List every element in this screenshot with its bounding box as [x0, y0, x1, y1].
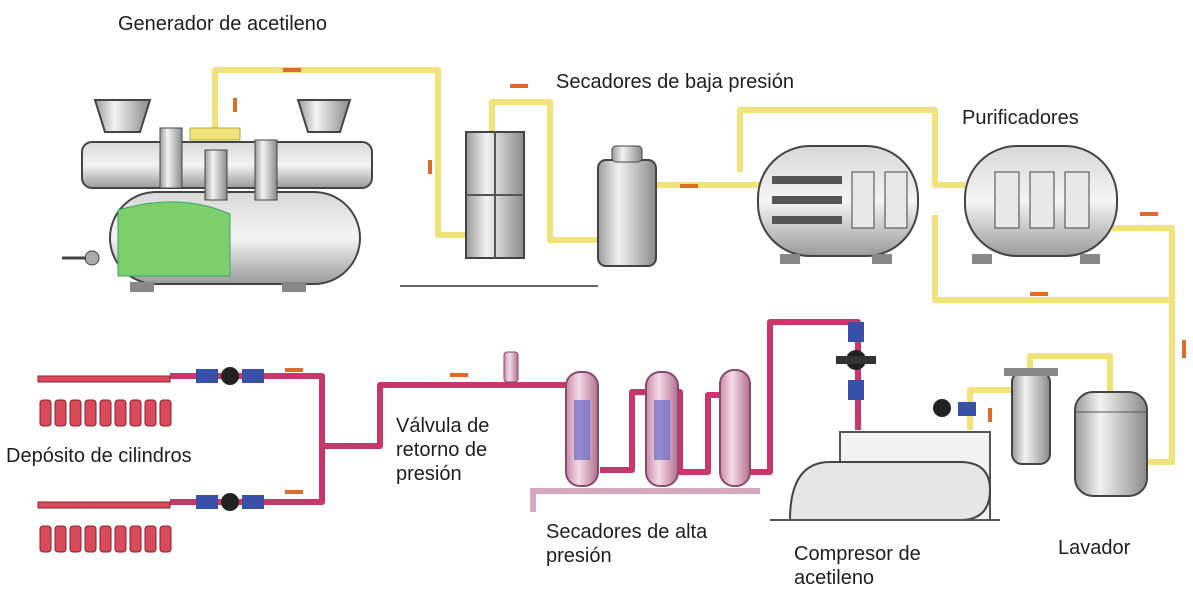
pipe-manifold-lower — [170, 446, 325, 505]
pipe-generator-to-dryer — [212, 67, 468, 238]
low-pressure-pipes — [212, 67, 1175, 465]
purifiers — [757, 145, 1118, 264]
high-pressure-pipes — [170, 319, 861, 505]
washer — [1004, 368, 1148, 497]
cylinder-bank-lower — [37, 501, 172, 553]
pipe-dryer-top — [489, 99, 600, 243]
flow-arrows — [233, 68, 1186, 494]
pipe-dryers-interconnect — [600, 389, 742, 475]
pipe-washer-to-filter — [1027, 353, 1113, 392]
label-cylinder-deposit: Depósito de cilindros — [6, 445, 192, 467]
acetylene-generator — [62, 99, 373, 292]
label-washer: Lavador — [1058, 537, 1131, 559]
label-generator: Generador de acetileno — [118, 13, 328, 35]
acetylene-compressor — [770, 322, 1000, 521]
pipe-manifold-upper — [170, 373, 325, 446]
pipe-purifier-top — [737, 107, 965, 188]
label-high-pressure-dryers: Secadores de alta presión — [546, 521, 708, 567]
label-return-valve: Válvula de retorno de presión — [396, 415, 490, 485]
high-pressure-dryers — [503, 351, 760, 512]
label-purifiers: Purificadores — [962, 107, 1079, 129]
pipe-dryers-to-valve — [322, 382, 575, 449]
label-low-pressure-dryers: Secadores de baja presión — [556, 71, 794, 93]
low-pressure-dryers — [400, 131, 657, 287]
pipe-to-washer — [1140, 300, 1175, 465]
manifold-valves — [196, 367, 264, 511]
cylinder-bank-upper — [37, 375, 172, 427]
label-compressor: Compresor de acetileno — [794, 543, 921, 589]
